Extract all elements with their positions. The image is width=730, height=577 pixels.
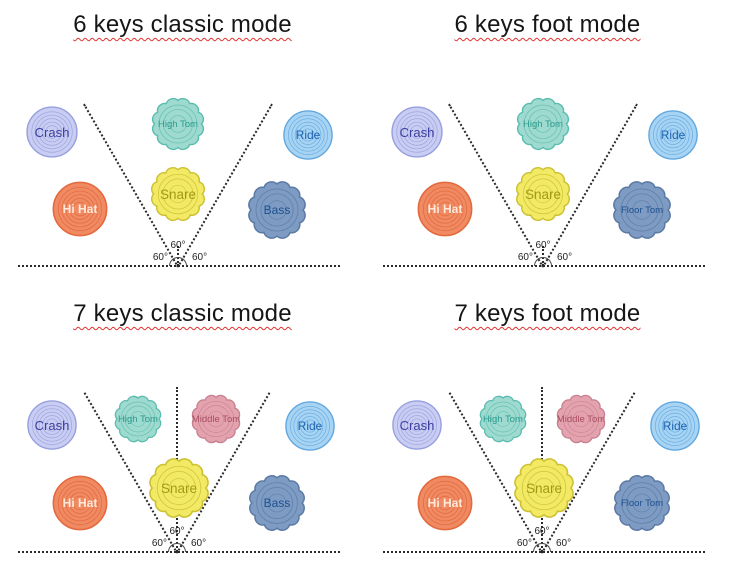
- center-tick-line: [177, 246, 179, 266]
- angle-label-left: 60°: [516, 538, 532, 549]
- angle-label-right: 60°: [192, 252, 208, 263]
- drum-hi-hat: Hi Hat: [414, 178, 476, 240]
- angle-label-center: 60°: [169, 526, 185, 537]
- drum-hi-hat: Hi Hat: [49, 178, 111, 240]
- drum-label: Middle Tom: [556, 413, 606, 425]
- angle-label-right: 60°: [556, 538, 572, 549]
- vertex-arc: [534, 257, 552, 266]
- panel-title: 7 keys foot mode: [454, 300, 641, 327]
- drum-ride: Ride: [645, 107, 701, 163]
- drum-high-tom: High Tom: [515, 96, 571, 152]
- drum-label: Ride: [662, 419, 688, 433]
- panel-title: 7 keys classic mode: [73, 300, 292, 327]
- drum-high-tom: High Tom: [150, 96, 206, 152]
- panel-title: 6 keys classic mode: [73, 11, 292, 38]
- panel-6-keys-classic: 6 keys classic mode 60° 60° 60° Crash Hi…: [0, 0, 365, 288]
- drum-hi-hat: Hi Hat: [49, 472, 111, 534]
- vertex-arc: [168, 543, 186, 552]
- drum-snare: Snare: [512, 456, 576, 520]
- baseline-dotted: [18, 551, 340, 553]
- angle-label-left: 60°: [152, 252, 168, 263]
- drum-label: Crash: [399, 417, 435, 433]
- baseline-dotted: [383, 551, 705, 553]
- drum-snare: Snare: [149, 165, 207, 223]
- vertex-arc: [169, 257, 187, 266]
- vertex-arc: [533, 543, 551, 552]
- drum-hi-hat: Hi Hat: [414, 472, 476, 534]
- panel-title: 6 keys foot mode: [454, 11, 641, 38]
- angle-label-center: 60°: [535, 240, 551, 251]
- drum-label: Ride: [295, 128, 321, 142]
- drum-label: High Tom: [523, 118, 563, 130]
- panel-6-keys-foot: 6 keys foot mode 60° 60° 60° Crash High …: [365, 0, 730, 288]
- panel-7-keys-classic: 7 keys classic mode 60° 60° 60° Crash Hi…: [0, 289, 365, 577]
- angle-label-left: 60°: [517, 252, 533, 263]
- drum-ride: Ride: [647, 398, 703, 454]
- drum-floor-tom: Floor Tom: [612, 473, 672, 533]
- angle-label-center: 60°: [534, 526, 550, 537]
- drum-floor-tom: Floor Tom: [611, 179, 673, 241]
- drum-middle-tom: Middle Tom: [190, 393, 242, 445]
- drum-label: Crash: [34, 417, 70, 433]
- drum-snare: Snare: [147, 456, 211, 520]
- drum-label: Snare: [160, 480, 198, 496]
- drum-bass: Bass: [246, 179, 308, 241]
- drum-label: Ride: [297, 419, 323, 433]
- drum-label: Floor Tom: [620, 497, 664, 509]
- drum-label: Crash: [34, 124, 70, 140]
- center-tick-line: [542, 246, 544, 266]
- drum-high-tom: High Tom: [478, 394, 528, 444]
- drum-label: Snare: [159, 186, 197, 202]
- drum-label: Hi Hat: [427, 496, 463, 510]
- drum-label: Crash: [399, 124, 435, 140]
- drum-middle-tom: Middle Tom: [555, 393, 607, 445]
- drum-crash: Crash: [24, 397, 80, 453]
- drum-label: Floor Tom: [620, 204, 664, 216]
- angle-label-center: 60°: [170, 240, 186, 251]
- drum-high-tom: High Tom: [113, 394, 163, 444]
- drum-label: High Tom: [158, 118, 198, 130]
- baseline-dotted: [18, 265, 340, 267]
- drum-label: Middle Tom: [191, 413, 241, 425]
- drum-crash: Crash: [388, 103, 446, 161]
- drum-snare: Snare: [514, 165, 572, 223]
- angle-label-right: 60°: [191, 538, 207, 549]
- drum-bass: Bass: [247, 473, 307, 533]
- drum-label: Bass: [263, 203, 291, 217]
- drum-label: Hi Hat: [62, 496, 98, 510]
- drum-label: High Tom: [483, 413, 523, 425]
- baseline-dotted: [383, 265, 705, 267]
- drum-crash: Crash: [389, 397, 445, 453]
- drum-crash: Crash: [23, 103, 81, 161]
- angle-label-right: 60°: [557, 252, 573, 263]
- drum-label: Snare: [525, 480, 563, 496]
- drum-label: Bass: [263, 496, 291, 510]
- drum-label: Hi Hat: [62, 202, 98, 216]
- drum-label: High Tom: [118, 413, 158, 425]
- drum-label: Hi Hat: [427, 202, 463, 216]
- drum-label: Ride: [660, 128, 686, 142]
- drum-label: Snare: [524, 186, 562, 202]
- panel-7-keys-foot: 7 keys foot mode 60° 60° 60° Crash High …: [365, 289, 730, 577]
- angle-label-left: 60°: [151, 538, 167, 549]
- drum-ride: Ride: [282, 398, 338, 454]
- drum-ride: Ride: [280, 107, 336, 163]
